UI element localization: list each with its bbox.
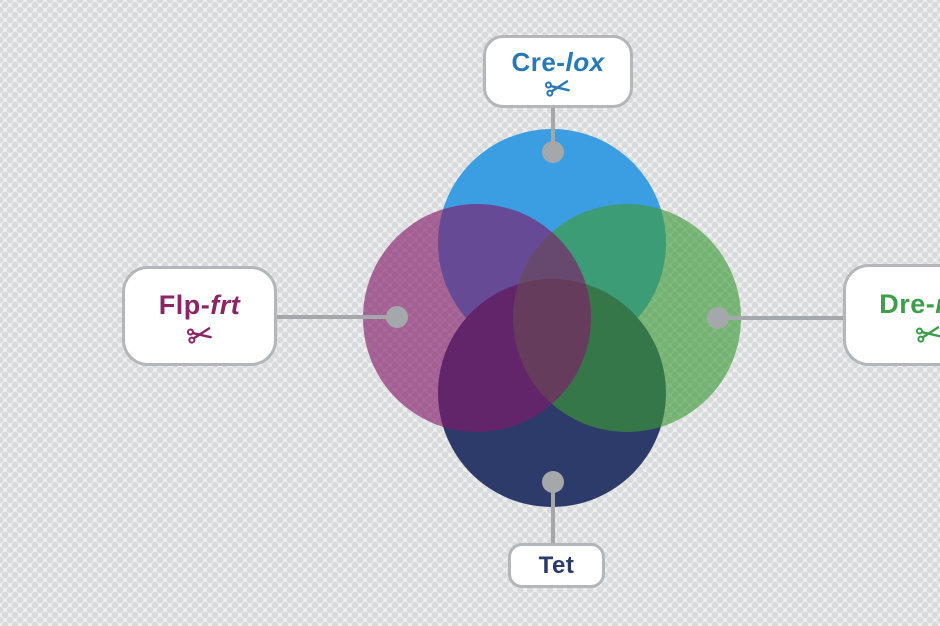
connector-line-cre: [551, 106, 555, 154]
connector-line-tet: [551, 480, 555, 545]
scissors-icon: [185, 323, 214, 344]
label-card-flp-frt: Flp-frt: [122, 266, 277, 366]
anchor-dot-cre: [542, 141, 564, 163]
scissors-icon: [915, 322, 940, 343]
scissors-icon: [544, 77, 573, 98]
anchor-dot-flp: [386, 306, 408, 328]
label-title-flp-frt: Flp-frt: [158, 289, 241, 320]
label-title-cre-lox: Cre-lox: [511, 47, 605, 77]
connector-line-dre: [718, 316, 845, 320]
anchor-dot-tet: [542, 471, 564, 493]
label-title-dre-rox: Dre-rox: [879, 288, 940, 319]
anchor-dot-dre: [707, 307, 729, 329]
connector-line-flp: [275, 315, 397, 319]
label-card-cre-lox: Cre-lox: [483, 35, 633, 108]
label-card-dre-rox: Dre-rox: [843, 264, 940, 366]
label-card-tet: Tet: [508, 543, 605, 588]
label-title-tet: Tet: [538, 551, 575, 579]
